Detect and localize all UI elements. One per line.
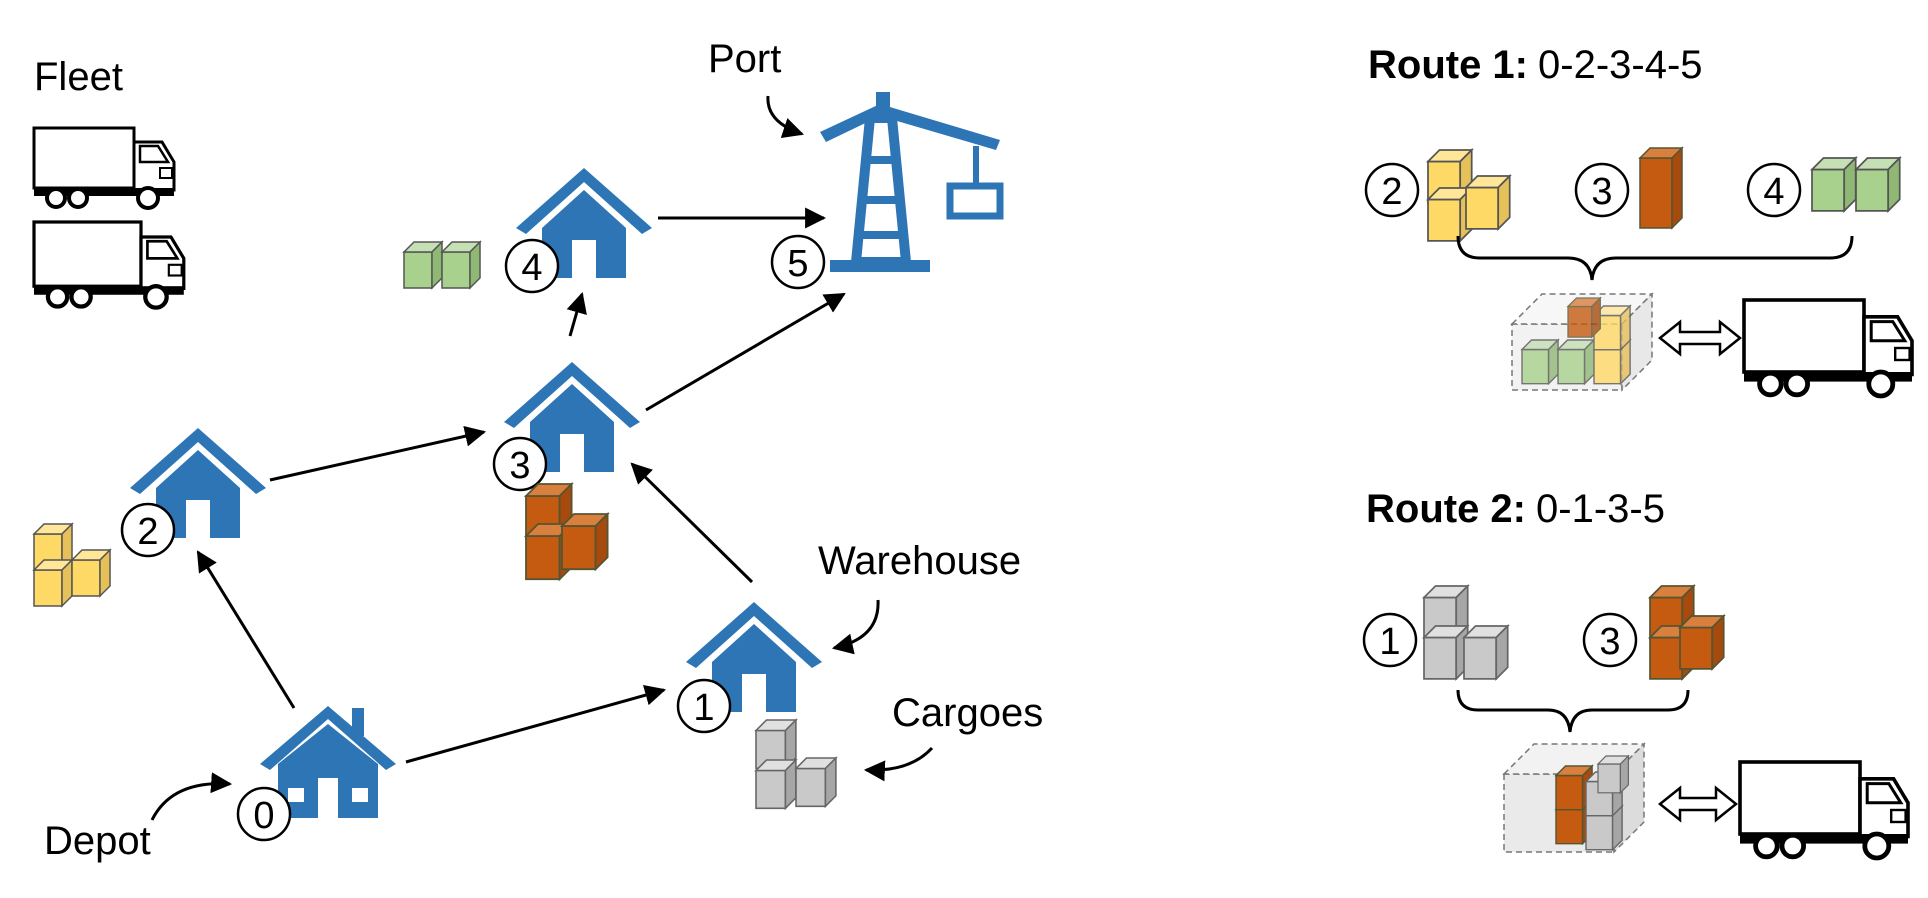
node-circle-5: 5	[770, 234, 826, 290]
route-2-heading: Route 2:0-1-3-5	[1366, 487, 1665, 531]
cargo-box-icon	[33, 523, 111, 607]
cargo-box-icon	[1423, 585, 1509, 680]
cargoes-label: Cargoes	[892, 691, 1043, 735]
cargo-box-icon	[1811, 157, 1901, 212]
node-circle-2: 2	[120, 502, 176, 558]
warehouse-label: Warehouse	[818, 539, 1021, 583]
double-arrow-icon	[1657, 785, 1739, 823]
truck-icon	[32, 126, 176, 210]
route-edges	[196, 207, 846, 764]
svg-text:3: 3	[1599, 621, 1620, 663]
svg-text:1: 1	[1379, 621, 1400, 663]
svg-text:4: 4	[521, 247, 542, 289]
svg-text:4: 4	[1763, 171, 1784, 213]
svg-text:3: 3	[1591, 171, 1612, 213]
cargo-box-icon	[525, 483, 609, 581]
route-2-stop-3: 3	[1582, 612, 1638, 668]
cargo-box-icon	[755, 719, 837, 810]
route-1-stop-4: 4	[1746, 162, 1802, 218]
svg-text:3: 3	[509, 445, 530, 487]
svg-text:5: 5	[787, 243, 808, 285]
node-circle-0: 0	[236, 786, 292, 842]
depot-label: Depot	[44, 819, 151, 863]
cargo-box-icon	[1427, 149, 1511, 242]
double-arrow-icon	[1657, 319, 1743, 357]
node-circle-3: 3	[492, 436, 548, 492]
route-2-loaded-container	[1502, 742, 1646, 854]
cargo-box-icon	[1638, 146, 1684, 230]
svg-text:0: 0	[253, 795, 274, 837]
svg-text:2: 2	[137, 511, 158, 553]
route-2-stop-1: 1	[1362, 612, 1418, 668]
truck-icon	[34, 222, 184, 308]
fleet-label: Fleet	[34, 55, 123, 99]
node-circle-1: 1	[676, 678, 732, 734]
truck-icon	[1744, 300, 1912, 396]
port-crane-icon	[820, 92, 1004, 272]
svg-text:2: 2	[1381, 171, 1402, 213]
route-1-loaded-container	[1510, 292, 1654, 392]
node-circle-4: 4	[504, 238, 560, 294]
truck-icon	[1740, 762, 1908, 858]
port-label: Port	[708, 37, 781, 81]
route-1-heading: Route 1:0-2-3-4-5	[1368, 43, 1703, 87]
route-1-brace	[1456, 235, 1854, 281]
route-1-stop-3: 3	[1574, 162, 1630, 218]
svg-text:1: 1	[693, 687, 714, 729]
cargo-box-icon	[1649, 585, 1725, 680]
cargo-box-icon	[403, 241, 481, 289]
route-1-stop-2: 2	[1364, 162, 1420, 218]
route-2-brace	[1456, 689, 1690, 733]
